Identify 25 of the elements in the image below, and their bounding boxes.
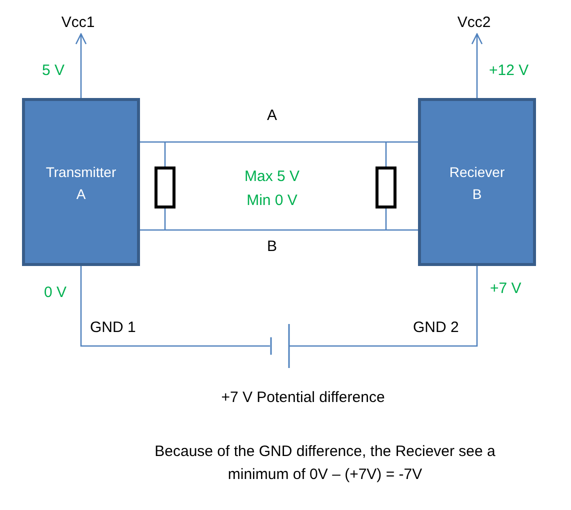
note-text: Because of the GND difference, the Reciever see a minimum of 0V – (+7V) = -7V [154,442,496,485]
block-label: Transmitter A [46,163,116,204]
signal-wire [140,229,418,231]
battery-symbol [270,324,290,368]
voltage-label: Max 5 V [244,168,300,186]
supply-label: Vcc2 [457,14,491,32]
signal-wire [140,141,418,143]
transmitter-block [22,98,140,266]
ground-label: GND 1 [90,319,136,337]
ground-wire [289,266,478,347]
voltage-label: +7 V [490,280,522,298]
ground-wire [80,266,270,347]
battery-caption: +7 V Potential difference [221,389,385,407]
ground-label: GND 2 [413,319,459,337]
supply-arrow [75,33,87,98]
voltage-label: Min 0 V [246,192,298,210]
voltage-label: +12 V [489,62,529,80]
voltage-label: 5 V [42,62,65,80]
wire-label: B [267,238,277,256]
wire-label: A [267,107,277,125]
supply-arrow [471,33,483,98]
receiver-block [418,98,536,266]
block-label: Reciever B [449,163,505,204]
voltage-label: 0 V [44,284,67,302]
supply-label: Vcc1 [61,14,95,32]
